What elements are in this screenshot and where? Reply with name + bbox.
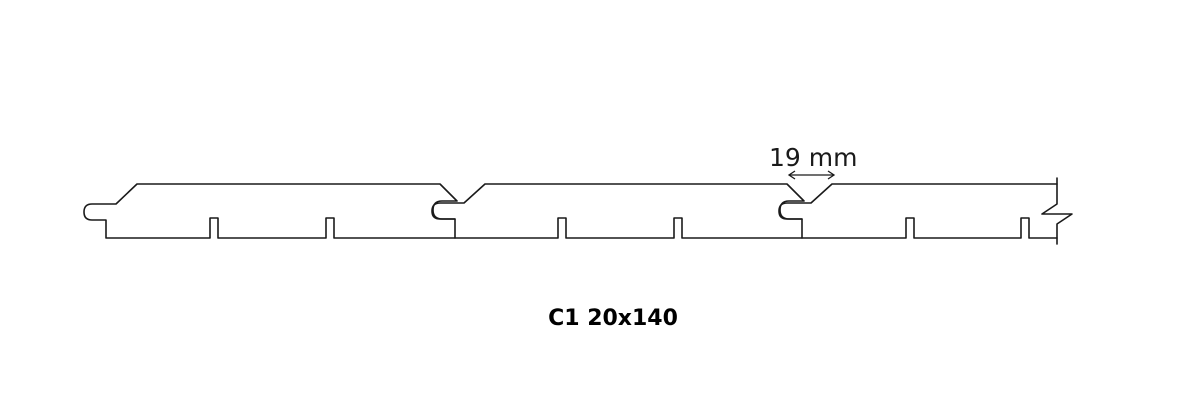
dimension-label: 19 mm [769, 143, 857, 172]
board-left [83, 183, 458, 239]
board-middle [431, 183, 805, 239]
dimension-arrow [787, 170, 836, 180]
diagram-caption: C1 20x140 [548, 306, 678, 331]
board-right [778, 183, 1073, 239]
